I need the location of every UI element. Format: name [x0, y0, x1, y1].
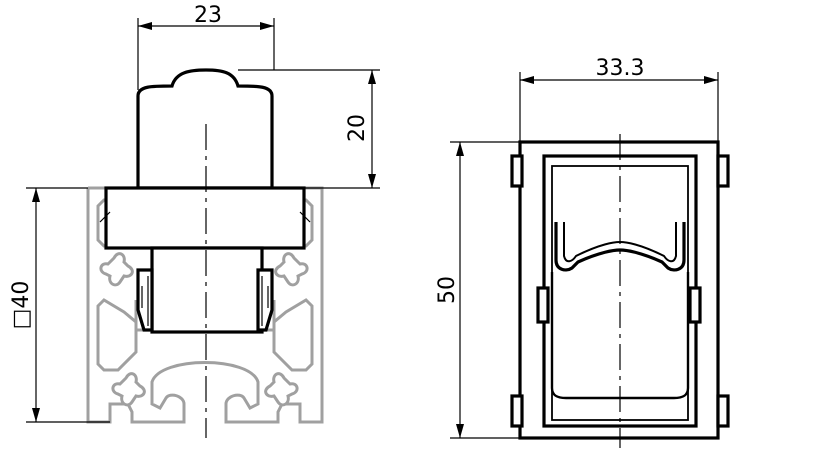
dimension-profile-square-label: □40 — [9, 281, 34, 330]
dimension-height-top-label: 20 — [345, 114, 370, 142]
dimension-height-right: 50 — [435, 141, 520, 439]
cable-clip-left-view — [99, 68, 311, 334]
dimension-height-top: 20 — [238, 69, 380, 189]
dimension-width-top: 23 — [137, 3, 275, 90]
cable-clip-front-view — [510, 140, 730, 440]
dimension-width-right: 33.3 — [519, 56, 719, 142]
dimension-profile-square: □40 — [9, 187, 110, 423]
dimension-width-right-label: 33.3 — [596, 56, 645, 81]
dimension-height-right-label: 50 — [435, 276, 460, 304]
dimension-width-top-label: 23 — [194, 3, 222, 28]
